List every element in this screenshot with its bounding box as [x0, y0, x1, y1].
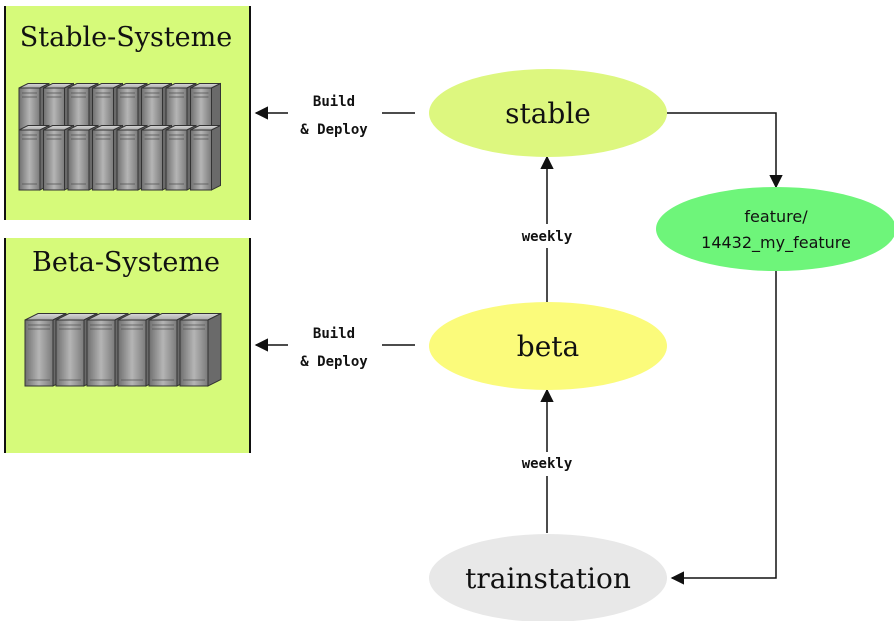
weekly-bottom-label-bg	[510, 452, 584, 476]
beta-server-stack	[24, 312, 222, 387]
weekly-bottom-label: weekly	[522, 456, 573, 472]
weekly-top-label-bg	[510, 224, 584, 248]
edge-feature-to-trainstation	[670, 270, 777, 585]
stable-server-stack	[18, 82, 221, 191]
node-trainstation	[429, 534, 667, 621]
edge-stable-to-feature	[667, 112, 783, 189]
node-trainstation-label: trainstation	[465, 562, 631, 595]
beta-systems-group: Beta-Systeme	[4, 238, 251, 453]
beta-group-border	[4, 238, 251, 453]
node-feature	[656, 187, 894, 271]
stable-systems-group: Stable-Systeme	[4, 6, 251, 220]
server-icon	[179, 312, 222, 387]
deploy-stable-label-line1: Build	[313, 94, 355, 110]
weekly-top-label: weekly	[522, 229, 573, 245]
node-stable-label: stable	[505, 97, 591, 130]
stable-group-border	[4, 6, 251, 220]
node-feature-label-line2: 14432_my_feature	[701, 233, 851, 253]
beta-group-title: Beta-Systeme	[32, 247, 220, 278]
node-feature-label-line1: feature/	[744, 207, 808, 226]
deploy-beta-label-line1: Build	[313, 326, 355, 342]
node-stable	[429, 69, 667, 157]
server-icon	[190, 124, 221, 191]
deploy-stable-label-bg	[288, 88, 382, 140]
deploy-stable-label-line2: & Deploy	[300, 122, 368, 138]
node-beta	[429, 302, 667, 390]
node-beta-label: beta	[517, 330, 579, 363]
deploy-beta-label-line2: & Deploy	[300, 354, 368, 370]
stable-group-title: Stable-Systeme	[20, 22, 232, 53]
deploy-beta-label-bg	[288, 320, 382, 372]
